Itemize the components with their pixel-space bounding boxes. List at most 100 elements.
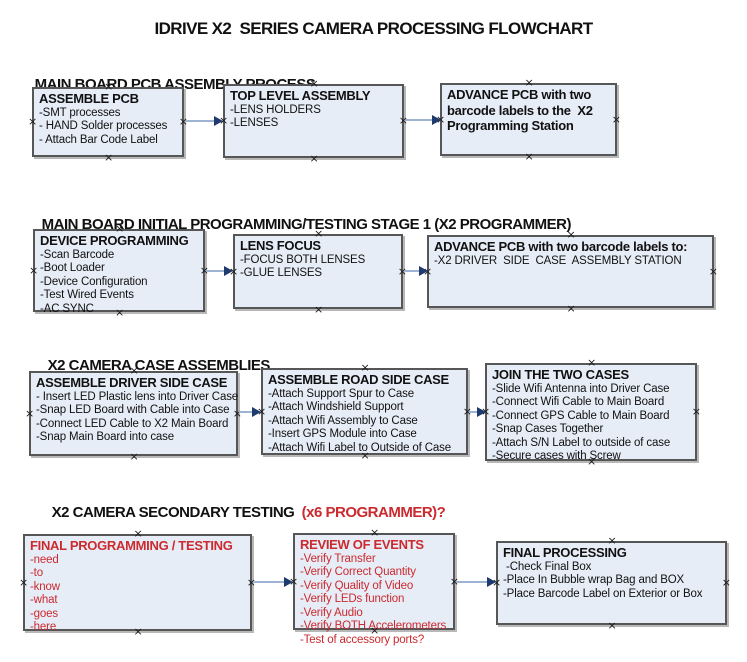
section-heading-text: X2 CAMERA CASE ASSEMBLIES [47,357,271,374]
box-item: -Attach Support Spur to Case [268,387,415,400]
flow-box-assemble-road-side-case[interactable]: ASSEMBLE ROAD SIDE CASE -Attach Support … [257,362,472,461]
box-item: -Verify Transfer [300,552,376,565]
arrow-head-icon [432,115,441,125]
connection-handle-icon: × [25,406,35,420]
box-item: -to [30,567,43,579]
connection-handle-icon: × [104,151,114,164]
section-heading-text: X2 CAMERA SECONDARY TESTING [51,504,302,521]
box-item: - Insert LED Plastic lens into Driver Ca… [36,390,239,403]
connection-handle-icon: × [129,450,139,463]
box-item: -Verify LEDs function [300,593,405,605]
arrow-head-icon [284,577,293,587]
box-item: -Scan Barcode [40,248,115,261]
flow-box-assemble-driver-side-case[interactable]: ASSEMBLE DRIVER SIDE CASE - Insert LED P… [25,365,242,462]
box-item: -Snap LED Board with Cable into Case [36,404,230,416]
box-item: -AC SYNC [40,302,94,315]
arrow-head-icon [252,407,261,417]
box-item: -Verify BOTH Accelerometers [300,620,447,632]
box-item: -Device Configuration [40,275,148,288]
connection-handle-icon: × [19,575,29,589]
connection-handle-icon: × [28,115,38,128]
arrow-head-icon [214,116,223,126]
box-item: -Attach Wifi Assembly to Case [268,414,418,427]
flow-box-final-programming-testing[interactable]: FINAL PROGRAMMING / TESTING -need -to -k… [19,528,256,637]
box-item: -what [30,594,58,606]
connector-arrow [406,115,441,125]
box-item: -Verify Quality of Video [300,579,414,592]
section-heading-text: MAIN BOARD INITIAL PROGRAMMING/TESTING S… [41,216,572,233]
box-item: -GLUE LENSES [240,267,322,279]
flow-box-advance-pcb-programming-station[interactable]: ADVANCE PCB with two barcode labels to t… [436,77,621,162]
box-title: ADVANCE PCB with two barcode labels to t… [447,87,596,133]
box-item: -Secure cases with Screw [492,450,621,462]
box-title: ASSEMBLE ROAD SIDE CASE [268,372,449,387]
box-title: REVIEW OF EVENTS [300,537,424,552]
box-item: -Place Barcode Label on Exterior or Box [503,587,703,600]
box-item: -goes [30,607,59,620]
box-item: -Verify Correct Quantity [300,566,416,578]
connector-arrow [239,407,261,417]
connection-handle-icon: × [708,264,718,278]
connector-arrow [469,407,486,417]
connector-arrow [253,577,293,587]
connector-arrow [456,577,496,587]
box-item: -Boot Loader [40,262,105,274]
flow-box-device-programming[interactable]: DEVICE PROGRAMMING -Scan Barcode -Boot L… [29,223,209,318]
box-item: -Check Final Box [503,560,592,573]
section-heading-case-assemblies: X2 CAMERA CASE ASSEMBLIES [33,340,271,391]
connection-handle-icon: × [314,303,324,316]
box-title: FINAL PROGRAMMING / TESTING [30,538,233,553]
flow-box-final-processing[interactable]: FINAL PROCESSING -Check Final Box -Place… [492,535,731,631]
box-item: -X2 DRIVER SIDE CASE ASSEMBLY STATION [434,254,682,267]
flow-box-top-level-assembly[interactable]: TOP LEVEL ASSEMBLY -LENS HOLDERS -LENSES… [219,78,408,164]
connection-handle-icon: × [566,302,576,315]
box-item: - HAND Solder processes [39,120,168,132]
box-item: -LENS HOLDERS [230,103,321,116]
box-item: -Place In Bubble wrap Bag and BOX [503,574,685,586]
flow-box-assemble-pcb[interactable]: ASSEMBLE PCB -SMT processes - HAND Solde… [28,81,188,163]
section-heading-initial-programming: MAIN BOARD INITIAL PROGRAMMING/TESTING S… [27,199,572,250]
section-heading-secondary-testing: X2 CAMERA SECONDARY TESTING (x6 PROGRAMM… [37,487,446,538]
arrow-head-icon [419,266,428,276]
box-item: -Connect LED Cable to X2 Main Board [36,417,229,430]
box-item: -Verify Audio [300,606,363,619]
box-item: -Snap Cases Together [492,423,604,435]
flow-box-lens-focus[interactable]: LENS FOCUS -FOCUS BOTH LENSES -GLUE LENS… [229,228,407,315]
connection-handle-icon: × [29,263,39,277]
box-item: -FOCUS BOTH LENSES [240,253,366,266]
box-item: -Snap Main Board into case [36,431,175,443]
box-item: -Slide Wifi Antenna into Driver Case [492,382,670,395]
flow-box-advance-pcb-driver-side-station[interactable]: ADVANCE PCB with two barcode labels to: … [423,229,718,314]
box-item: -here [30,621,57,633]
box-item: -need [30,553,59,566]
connector-arrow [404,266,428,276]
page-title: IDRIVE X2 SERIES CAMERA PROCESSING FLOWC… [154,19,593,38]
box-item: -Connect GPS Cable to Main Board [492,409,670,422]
box-title: ASSEMBLE PCB [39,91,139,106]
box-item: -Connect Wifi Cable to Main Board [492,396,665,408]
box-item: -Attach Windshield Support [268,401,404,413]
box-item: -Insert GPS Module into Case [268,428,417,440]
box-item: -Attach S/N Label to outside of case [492,436,671,449]
box-item: -Test of accessory ports? [300,633,425,646]
box-item: - Attach Bar Code Label [39,133,158,146]
box-title: JOIN THE TWO CASES [492,367,629,382]
connection-handle-icon: × [607,619,617,632]
connection-handle-icon: × [611,112,621,126]
box-item: -LENSES [230,117,279,129]
box-title: ASSEMBLE DRIVER SIDE CASE [36,375,228,390]
box-title: FINAL PROCESSING [503,545,627,560]
section-heading-red-text: (x6 PROGRAMMER)? [301,504,446,521]
arrow-head-icon [224,266,233,276]
connection-handle-icon: × [524,150,534,163]
connector-arrow [186,116,223,126]
box-item: -SMT processes [39,106,121,119]
box-item: -Test Wired Events [40,289,134,301]
flow-box-join-the-two-cases[interactable]: JOIN THE TWO CASES -Slide Wifi Antenna i… [481,357,701,467]
arrow-head-icon [487,577,496,587]
connection-handle-icon: × [232,406,242,420]
box-item: -Attach Wifi Label to Outside of Case [268,441,452,454]
arrow-head-icon [477,407,486,417]
flow-box-review-of-events[interactable]: REVIEW OF EVENTS -Verify Transfer -Verif… [289,527,459,646]
